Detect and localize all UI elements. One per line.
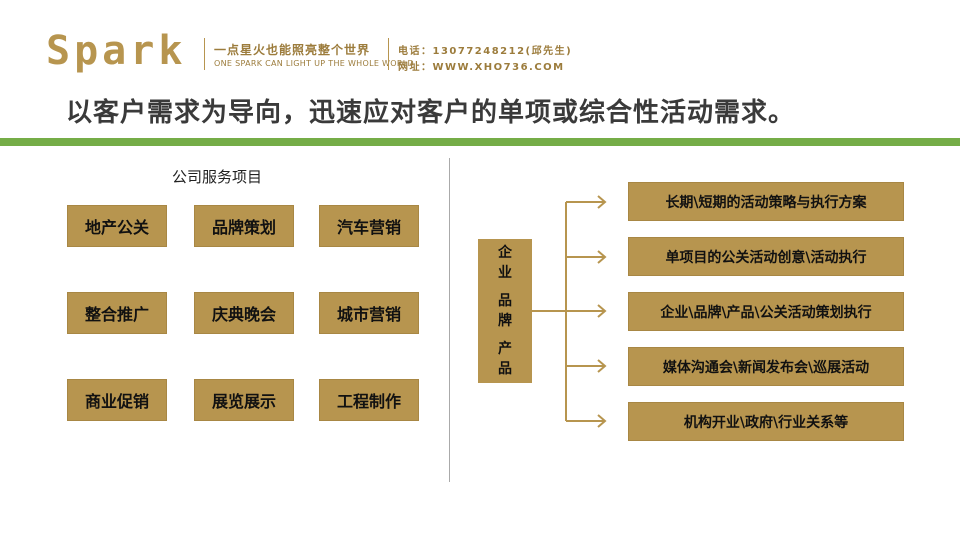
service-box: 汽车营销: [319, 205, 419, 247]
arrow-head-icon: [597, 304, 607, 318]
service-box: 品牌策划: [194, 205, 294, 247]
service-box: 展览展示: [194, 379, 294, 421]
green-divider-bar: [0, 138, 960, 146]
arrow-head-icon: [597, 414, 607, 428]
services-title: 公司服务项目: [172, 168, 263, 186]
arrow-head-icon: [597, 359, 607, 373]
service-box: 地产公关: [67, 205, 167, 247]
enterprise-brand-product-box: 企 业 品 牌 产 品: [478, 239, 532, 383]
arrow-head-icon: [597, 250, 607, 264]
offering-item: 单项目的公关活动创意\活动执行: [628, 237, 904, 276]
service-box: 商业促销: [67, 379, 167, 421]
page-headline: 以客户需求为导向，迅速应对客户的单项或综合性活动需求。: [66, 98, 796, 128]
vertical-char: 牌: [498, 313, 512, 329]
header-separator: [204, 38, 205, 70]
offering-item: 媒体沟通会\新闻发布会\巡展活动: [628, 347, 904, 386]
vertical-divider: [449, 158, 450, 482]
offering-item: 企业\品牌\产品\公关活动策划执行: [628, 292, 904, 331]
contact-website: 网址：WWW.XHO736.COM: [398, 62, 565, 73]
spark-logo: Spark: [46, 28, 187, 74]
offering-item: 长期\短期的活动策略与执行方案: [628, 182, 904, 221]
vertical-char: 企: [498, 245, 512, 261]
arrow-head-icon: [597, 195, 607, 209]
header-separator: [388, 38, 389, 70]
service-box: 庆典晚会: [194, 292, 294, 334]
service-box: 整合推广: [67, 292, 167, 334]
vertical-char: 业: [498, 265, 512, 281]
service-box: 城市营销: [319, 292, 419, 334]
slogan-chinese: 一点星火也能照亮整个世界: [214, 43, 371, 57]
slogan-english: ONE SPARK CAN LIGHT UP THE WHOLE WORLD: [214, 59, 414, 68]
vertical-char: 产: [498, 341, 512, 357]
offering-item: 机构开业\政府\行业关系等: [628, 402, 904, 441]
header: Spark 一点星火也能照亮整个世界 ONE SPARK CAN LIGHT U…: [0, 0, 960, 80]
contact-phone: 电话：13077248212(邱先生): [398, 46, 573, 57]
service-box: 工程制作: [319, 379, 419, 421]
vertical-char: 品: [498, 293, 512, 309]
vertical-char: 品: [498, 361, 512, 377]
